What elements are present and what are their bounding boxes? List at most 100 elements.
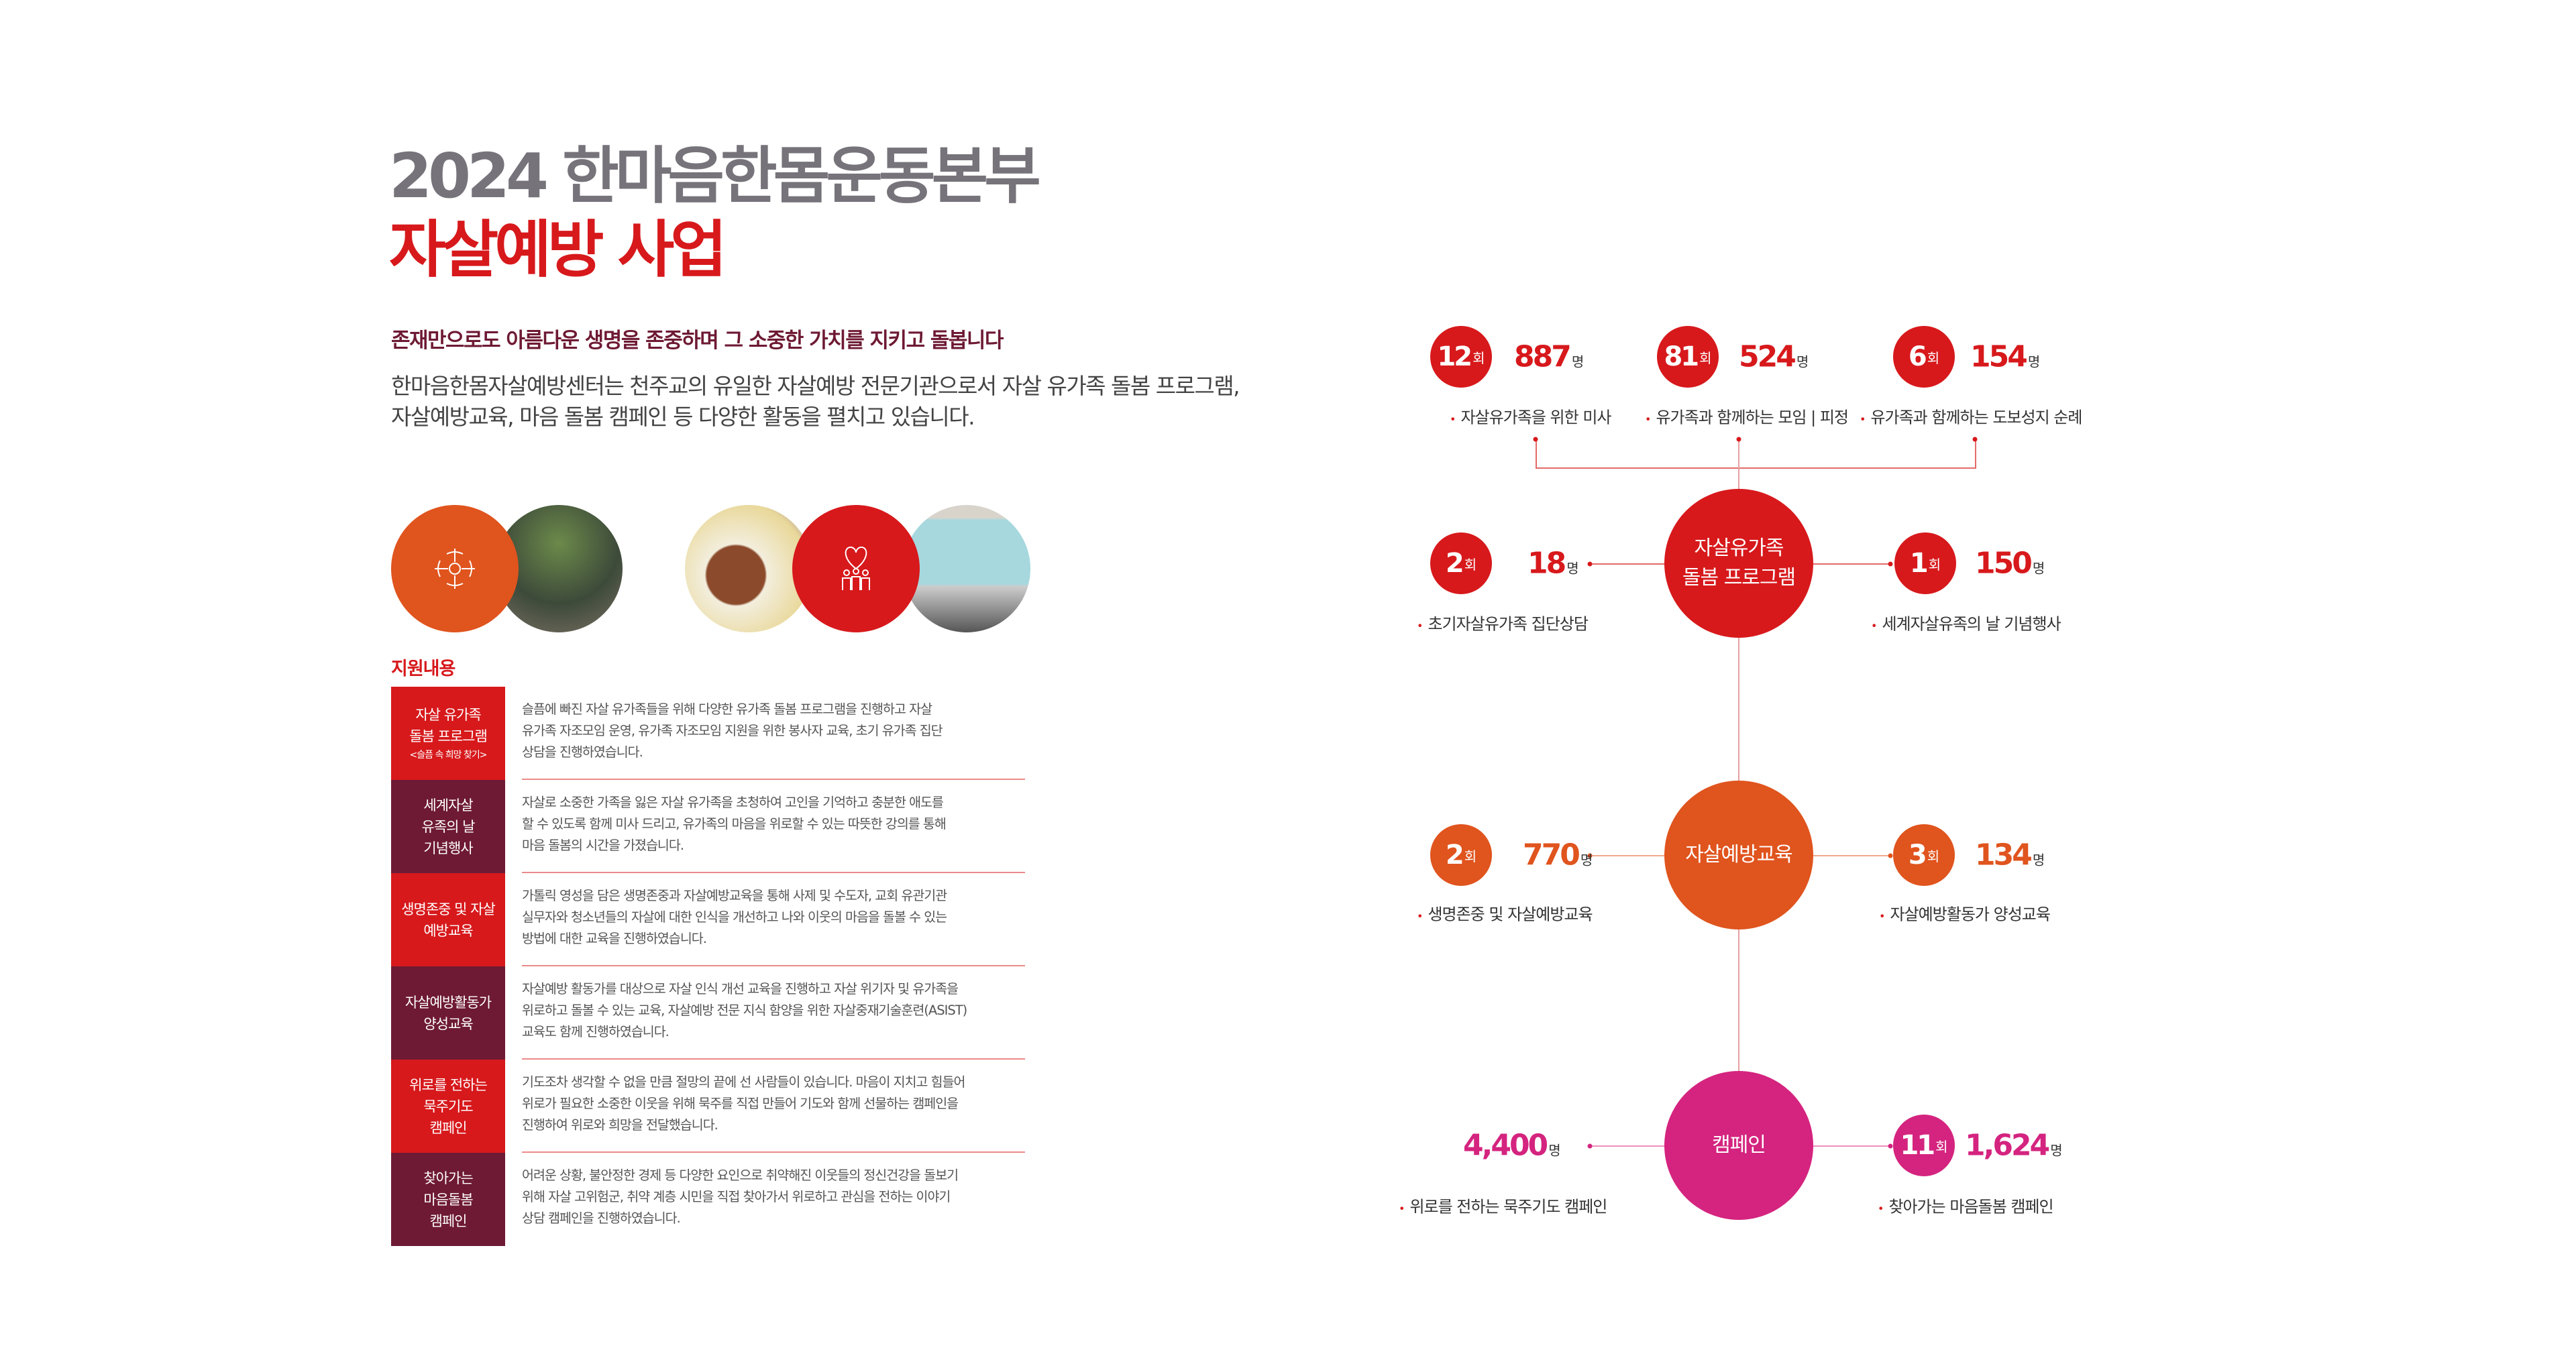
times-value: 1 <box>1909 548 1929 579</box>
activity-label: 초기자살유가족 집단상담 <box>1417 611 1589 634</box>
connector <box>1536 467 1976 469</box>
activity-label: 생명존중 및 자살예방교육 <box>1417 901 1593 925</box>
people-unit: 명 <box>1796 353 1809 370</box>
row-label-line: 묵주기도 <box>423 1098 473 1115</box>
hub-bereaved-care: 자살유가족 돌봄 프로그램 <box>1664 489 1813 638</box>
row-label-note: <슬픔 속 희망 찾기> <box>409 749 488 760</box>
row-description: 어려운 상황, 불안정한 경제 등 다양한 요인으로 취약해진 이웃들의 정신건… <box>522 1153 1025 1246</box>
activity-label: 자살예방활동가 양성교육 <box>1879 901 2051 925</box>
people-unit: 명 <box>2027 353 2041 370</box>
times-value: 12 <box>1437 341 1472 372</box>
row-label-line: 자살예방활동가 <box>405 994 492 1011</box>
row-label-line: 세계자살 <box>423 797 473 813</box>
times-value: 81 <box>1664 341 1699 372</box>
desc-line: 위해 자살 고위험군, 취약 계층 시민을 직접 찾아가서 위로하고 관심을 전… <box>522 1189 951 1204</box>
activity-label: 유가족과 함께하는 도보성지 순례 <box>1860 404 2082 428</box>
hub-label: 캠페인 <box>1712 1133 1766 1157</box>
dot <box>1587 1143 1593 1149</box>
row-label-line: 캠페인 <box>429 1119 468 1136</box>
times-value: 2 <box>1445 840 1464 870</box>
intro-line: 한마음한몸자살예방센터는 천주교의 유일한 자살예방 전문기관으로서 자살 유가… <box>391 373 1240 399</box>
times-unit: 회 <box>1464 556 1477 573</box>
people-unit: 명 <box>1571 353 1585 370</box>
desc-line: 유가족 자조모임 운영, 유가족 자조모임 지원을 위한 봉사자 교육, 초기 … <box>522 723 943 738</box>
row-label-line: 돌봄 프로그램 <box>409 728 488 744</box>
hub-label: 자살예방교육 <box>1685 843 1793 866</box>
row-description: 슬픔에 빠진 자살 유가족들을 위해 다양한 유가족 돌봄 프로그램을 진행하고… <box>522 687 1025 780</box>
desc-line: 할 수 있도록 함께 미사 드리고, 유가족의 마음을 위로할 수 있는 따뜻한… <box>522 816 947 832</box>
subtitle: 존재만으로도 아름다운 생명을 존중하며 그 소중한 가치를 지키고 돌봅니다 <box>391 329 1004 353</box>
desc-line: 실무자와 청소년들의 자살에 대한 인식을 개선하고 나와 이웃의 마음을 돌볼… <box>522 909 947 925</box>
desc-line: 마음 돌봄의 시간을 가졌습니다. <box>522 838 684 853</box>
connector <box>1536 439 1537 467</box>
hub-label: 자살유가족 <box>1694 536 1784 560</box>
row-label-line: 유족의 날 <box>421 818 476 835</box>
hub-campaign: 캠페인 <box>1664 1071 1813 1220</box>
row-label-line: 자살 유가족 <box>415 706 481 723</box>
title-line1: 2024 한마음한몸운동본부 <box>389 140 1041 212</box>
people-value: 524 <box>1739 339 1796 374</box>
desc-line: 슬픔에 빠진 자살 유가족들을 위해 다양한 유가족 돌봄 프로그램을 진행하고… <box>522 701 932 717</box>
desc-line: 자살예방 활동가를 대상으로 자살 인식 개선 교육을 진행하고 자살 위기자 … <box>522 981 959 997</box>
people-value: 770 <box>1523 838 1580 872</box>
desc-line: 어려운 상황, 불안정한 경제 등 다양한 요인으로 취약해진 이웃들의 정신건… <box>522 1168 959 1183</box>
row-label-line: 마음돌봄 <box>423 1191 473 1208</box>
desc-line: 진행하여 위로와 희망을 전달했습니다. <box>522 1117 718 1133</box>
row-description: 자살예방 활동가를 대상으로 자살 인식 개선 교육을 진행하고 자살 위기자 … <box>522 966 1025 1060</box>
desc-line: 기도조차 생각할 수 없을 만큼 절망의 끝에 선 사람들이 있습니다. 마음이… <box>522 1074 965 1090</box>
dot <box>1587 561 1593 567</box>
dot <box>1888 561 1893 567</box>
activity-label: 위로를 전하는 묵주기도 캠페인 <box>1399 1194 1607 1217</box>
desc-line: 위로가 필요한 소중한 이웃을 위해 묵주를 직접 만들어 기도와 함께 선물하… <box>522 1096 959 1111</box>
dot <box>1533 437 1538 442</box>
row-label-line: 양성교육 <box>423 1015 473 1032</box>
people-unit: 명 <box>2032 560 2045 577</box>
row-label-line: 캠페인 <box>429 1212 468 1229</box>
times-unit: 회 <box>1927 349 1940 366</box>
desc-line: 상담을 진행하였습니다. <box>522 744 643 760</box>
people-value: 134 <box>1975 838 2033 872</box>
desc-line: 상담 캠페인을 진행하였습니다. <box>522 1210 681 1226</box>
intro-line: 자살예방교육, 마음 돌봄 캠페인 등 다양한 활동을 펼치고 있습니다. <box>391 404 975 430</box>
desc-line: 가톨릭 영성을 담은 생명존중과 자살예방교육을 통해 사제 및 수도자, 교회… <box>522 888 947 903</box>
times-unit: 회 <box>1927 848 1940 864</box>
desc-line: 자살로 소중한 가족을 잃은 자살 유가족을 초청하여 고인을 기억하고 충분한… <box>522 795 944 810</box>
times-unit: 회 <box>1928 556 1941 573</box>
activity-label: 자살유가족을 위한 미사 <box>1450 404 1611 428</box>
people-value: 4,400 <box>1463 1128 1548 1163</box>
people-value: 1,624 <box>1965 1128 2050 1163</box>
row-label-line: 위로를 전하는 <box>409 1076 488 1093</box>
title-line2: 자살예방 사업 <box>389 214 727 286</box>
times-unit: 회 <box>1472 349 1485 366</box>
section-title: 지원내용 <box>391 659 455 679</box>
row-label-line: 기념행사 <box>423 840 473 856</box>
times-unit: 회 <box>1464 848 1477 864</box>
dot <box>1736 437 1741 442</box>
activity-label: 유가족과 함께하는 모임 | 피정 <box>1645 404 1849 428</box>
people-value: 18 <box>1527 546 1566 581</box>
people-unit: 명 <box>2050 1142 2063 1159</box>
row-description: 기도조차 생각할 수 없을 만큼 절망의 끝에 선 사람들이 있습니다. 마음이… <box>522 1060 1025 1153</box>
desc-line: 방법에 대한 교육을 진행하였습니다. <box>522 931 707 946</box>
connector <box>1975 439 1976 467</box>
